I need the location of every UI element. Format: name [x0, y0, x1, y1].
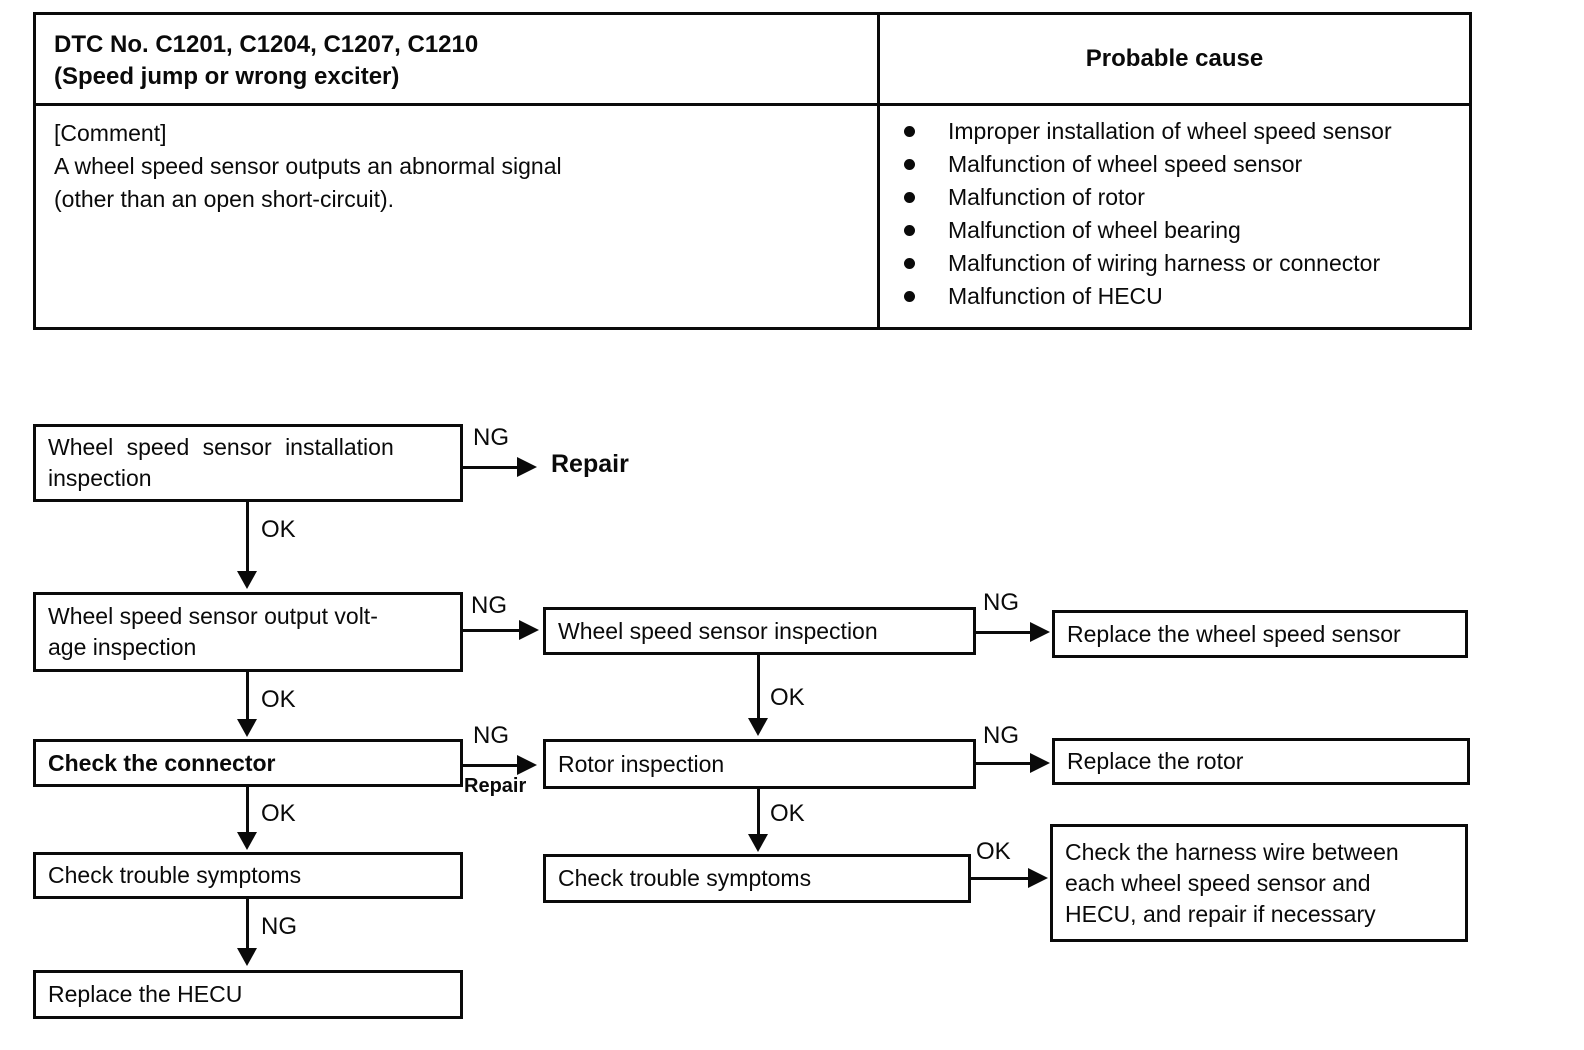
bullet-icon	[904, 159, 915, 170]
ok-label: OK	[261, 516, 296, 543]
repair-label: Repair	[464, 775, 527, 797]
bullet-icon	[904, 258, 915, 269]
arrow-rotor-ok-down	[748, 789, 768, 852]
table-column-divider	[877, 15, 880, 327]
flow-box-check-connector: Check the connector	[33, 739, 463, 787]
table-header-divider	[36, 103, 1469, 106]
probable-cause-list: Improper installation of wheel speed sen…	[880, 115, 1469, 313]
dtc-title: DTC No. C1201, C1204, C1207, C1210 (Spee…	[54, 31, 479, 90]
arrow-sensor-inspection-ng	[976, 622, 1050, 642]
flow-box-label: Replace the wheel speed sensor	[1067, 620, 1401, 647]
arrow-installation-ng	[463, 457, 537, 477]
ng-label: NG	[473, 722, 509, 749]
arrow-installation-ok-down	[237, 502, 257, 589]
dtc-comment: [Comment] A wheel speed sensor outputs a…	[54, 120, 562, 212]
flow-box-label: Wheel speed sensor installation inspecti…	[48, 434, 394, 491]
flow-box-check-harness-wire: Check the harness wire between each whee…	[1050, 824, 1468, 942]
ok-label: OK	[770, 800, 805, 827]
ng-label: NG	[983, 589, 1019, 616]
ok-label: OK	[261, 686, 296, 713]
list-item: Malfunction of HECU	[880, 280, 1469, 313]
cause-text: Improper installation of wheel speed sen…	[948, 118, 1392, 144]
flow-box-label: Check trouble symptoms	[48, 862, 302, 888]
ng-label: NG	[471, 592, 507, 619]
flow-box-installation-inspection: Wheel speed sensor installation inspecti…	[33, 424, 463, 502]
probable-cause-header: Probable cause	[1085, 45, 1264, 72]
arrow-rotor-ng	[976, 753, 1050, 773]
bullet-icon	[904, 225, 915, 236]
flow-box-label: Check the connector	[48, 749, 276, 776]
cause-text: Malfunction of wheel bearing	[948, 217, 1241, 243]
flow-box-label: Replace the HECU	[48, 981, 243, 1007]
arrow-voltage-ok-down	[237, 672, 257, 737]
cause-text: Malfunction of wheel speed sensor	[948, 151, 1303, 177]
bullet-icon	[904, 126, 915, 137]
ng-label: NG	[983, 722, 1019, 749]
arrow-sensor-inspection-ok-down	[748, 655, 768, 736]
flow-box-rotor-inspection: Rotor inspection	[543, 739, 976, 789]
flow-box-output-voltage-inspection: Wheel speed sensor output volt- age insp…	[33, 592, 463, 672]
ok-label: OK	[261, 800, 296, 827]
flow-box-label: Wheel speed sensor output volt- age insp…	[48, 603, 378, 660]
ok-label: OK	[770, 684, 805, 711]
flow-box-replace-rotor: Replace the rotor	[1052, 738, 1470, 785]
list-item: Malfunction of rotor	[880, 181, 1469, 214]
flow-box-label: Replace the rotor	[1067, 748, 1244, 774]
arrow-symptoms-ng-down	[237, 899, 257, 966]
arrow-connector-ng	[463, 755, 537, 775]
bullet-icon	[904, 192, 915, 203]
flow-box-wheel-speed-sensor-inspection: Wheel speed sensor inspection	[543, 607, 976, 655]
bullet-icon	[904, 291, 915, 302]
cause-text: Malfunction of HECU	[948, 283, 1163, 309]
flow-box-label: Check the harness wire between each whee…	[1065, 838, 1399, 927]
flow-box-check-trouble-symptoms-left: Check trouble symptoms	[33, 852, 463, 899]
flow-box-label: Check trouble symptoms	[558, 865, 812, 891]
cause-text: Malfunction of rotor	[948, 184, 1145, 210]
ok-label: OK	[976, 838, 1011, 865]
flow-box-label: Rotor inspection	[558, 750, 725, 777]
cause-text: Malfunction of wiring harness or connect…	[948, 250, 1381, 276]
flow-box-replace-hecu: Replace the HECU	[33, 970, 463, 1019]
list-item: Improper installation of wheel speed sen…	[880, 115, 1469, 148]
flow-box-check-trouble-symptoms-mid: Check trouble symptoms	[543, 854, 971, 903]
flow-box-label: Wheel speed sensor inspection	[558, 617, 878, 644]
ng-label: NG	[473, 424, 509, 451]
list-item: Malfunction of wiring harness or connect…	[880, 247, 1469, 280]
ng-label: NG	[261, 913, 297, 940]
repair-label: Repair	[551, 450, 629, 478]
dtc-table: DTC No. C1201, C1204, C1207, C1210 (Spee…	[33, 12, 1472, 330]
list-item: Malfunction of wheel bearing	[880, 214, 1469, 247]
arrow-connector-ok-down	[237, 787, 257, 850]
arrow-voltage-ng	[463, 620, 539, 640]
list-item: Malfunction of wheel speed sensor	[880, 148, 1469, 181]
flow-box-replace-wheel-speed-sensor: Replace the wheel speed sensor	[1052, 610, 1468, 658]
arrow-symptoms-ok	[971, 868, 1048, 888]
